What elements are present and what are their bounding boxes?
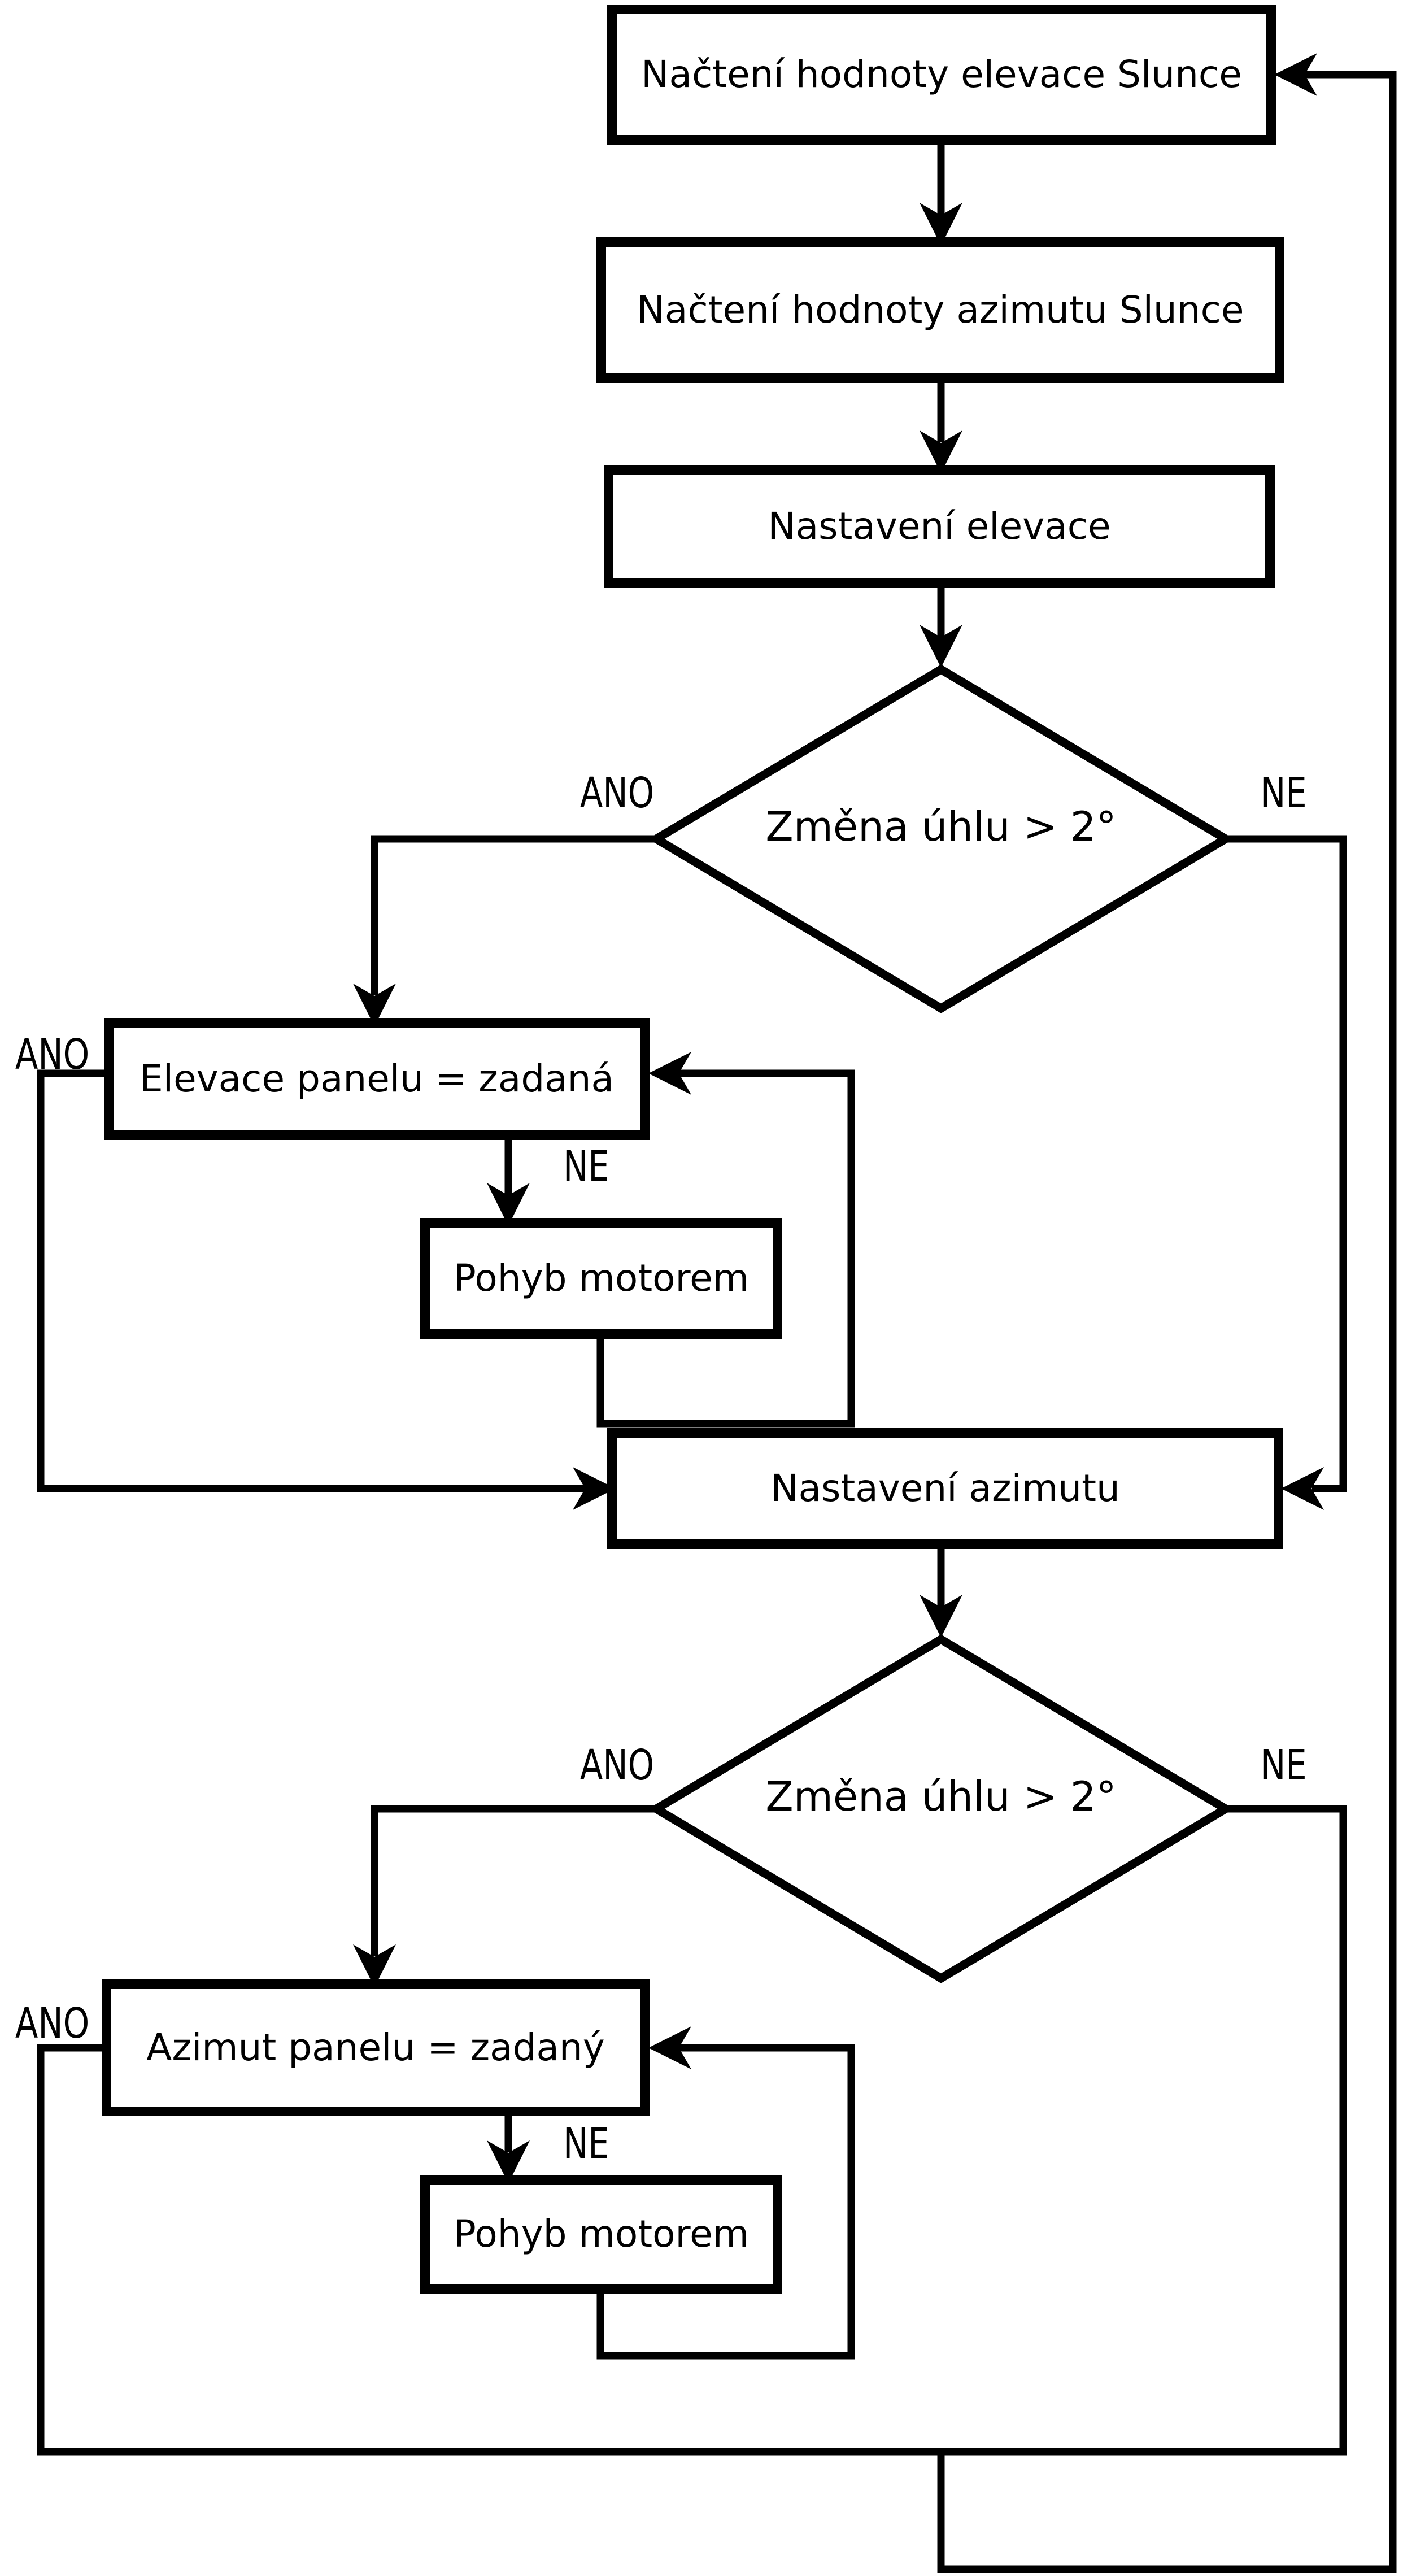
arrowhead-into-decision1 [920, 625, 962, 668]
arrowhead-into-decision2 [920, 1595, 962, 1638]
arrowhead-into-set-azimuth-left [573, 1467, 616, 1510]
node-load-azimuth: Načtení hodnoty azimutu Slunce [596, 237, 1284, 383]
arrowhead-into-load-azimuth [920, 203, 962, 246]
edge-azimuth-equals-ano-to-bottom [37, 2044, 1347, 2456]
node-load-azimuth-label: Načtení hodnoty azimutu Slunce [637, 288, 1244, 332]
node-set-elevation-label: Nastavení elevace [768, 504, 1111, 549]
node-load-elevation: Načtení hodnoty elevace Slunce [607, 5, 1276, 145]
branch-label-azimuth-loop-ano: ANO [15, 1999, 89, 2048]
arrowhead-into-set-elevation [920, 430, 962, 473]
branch-label-azimuth-decision-ano: ANO [580, 1741, 654, 1790]
edge-motor2-loop-back [596, 2044, 855, 2360]
decision-elevation-label: Změna úhlu > 2° [765, 803, 1117, 850]
node-azimuth-equals-target-label: Azimut panelu = zadaný [146, 2026, 605, 2070]
branch-label-elevation-loop-ano: ANO [15, 1030, 89, 1079]
node-load-elevation-label: Načtení hodnoty elevace Slunce [641, 53, 1242, 97]
arrowhead-into-azimuth-equals-top [353, 1944, 396, 1987]
arrowhead-into-set-azimuth-right [1281, 1467, 1324, 1510]
edge-decision1-ano-to-elevation-equals [371, 835, 656, 995]
branch-label-azimuth-loop-ne: NE [563, 2120, 609, 2168]
node-motor-move-azimuth-label: Pohyb motorem [453, 2212, 750, 2256]
edge-decision1-ne-to-set-azimuth [1226, 835, 1347, 1492]
branch-label-elevation-decision-ne: NE [1261, 769, 1307, 817]
arrowhead-into-motor2 [487, 2140, 530, 2183]
arrowhead-into-azimuth-equals-right [648, 2026, 691, 2069]
node-azimuth-equals-target: Azimut panelu = zadaný [102, 1979, 650, 2116]
edge-decision2-ano-to-azimuth-equals [371, 1805, 656, 1956]
decision-azimuth-label: Změna úhlu > 2° [765, 1773, 1117, 1820]
decision-diamond-azimuth [648, 1634, 1234, 1983]
edge-elevation-equals-ano-to-set-azimuth [37, 1069, 585, 1492]
node-motor-move-elevation: Pohyb motorem [420, 1218, 782, 1339]
edge-decision2-ne-to-bottom [1226, 1805, 1347, 2455]
arrowhead-into-motor1 [487, 1183, 530, 1226]
node-motor-move-azimuth: Pohyb motorem [420, 2175, 782, 2294]
arrowhead-into-load-elevation [1274, 53, 1317, 96]
branch-label-elevation-decision-ano: ANO [580, 769, 654, 817]
node-set-azimuth: Nastavení azimutu [607, 1428, 1283, 1549]
branch-label-elevation-loop-ne: NE [563, 1142, 609, 1191]
arrowhead-into-elevation-equals-right [648, 1052, 691, 1095]
decision-diamond-elevation [648, 664, 1234, 1013]
node-elevation-equals-target: Elevace panelu = zadaná [104, 1018, 650, 1140]
branch-label-azimuth-decision-ne: NE [1261, 1741, 1307, 1790]
node-motor-move-elevation-label: Pohyb motorem [453, 1256, 750, 1300]
node-set-azimuth-label: Nastavení azimutu [770, 1467, 1120, 1511]
node-elevation-equals-target-label: Elevace panelu = zadaná [140, 1057, 614, 1101]
node-set-elevation: Nastavení elevace [604, 465, 1275, 588]
arrowhead-into-elevation-equals-top [353, 984, 396, 1026]
edge-return-to-start [937, 71, 1397, 2573]
edge-motor1-loop-back [596, 1069, 855, 1428]
